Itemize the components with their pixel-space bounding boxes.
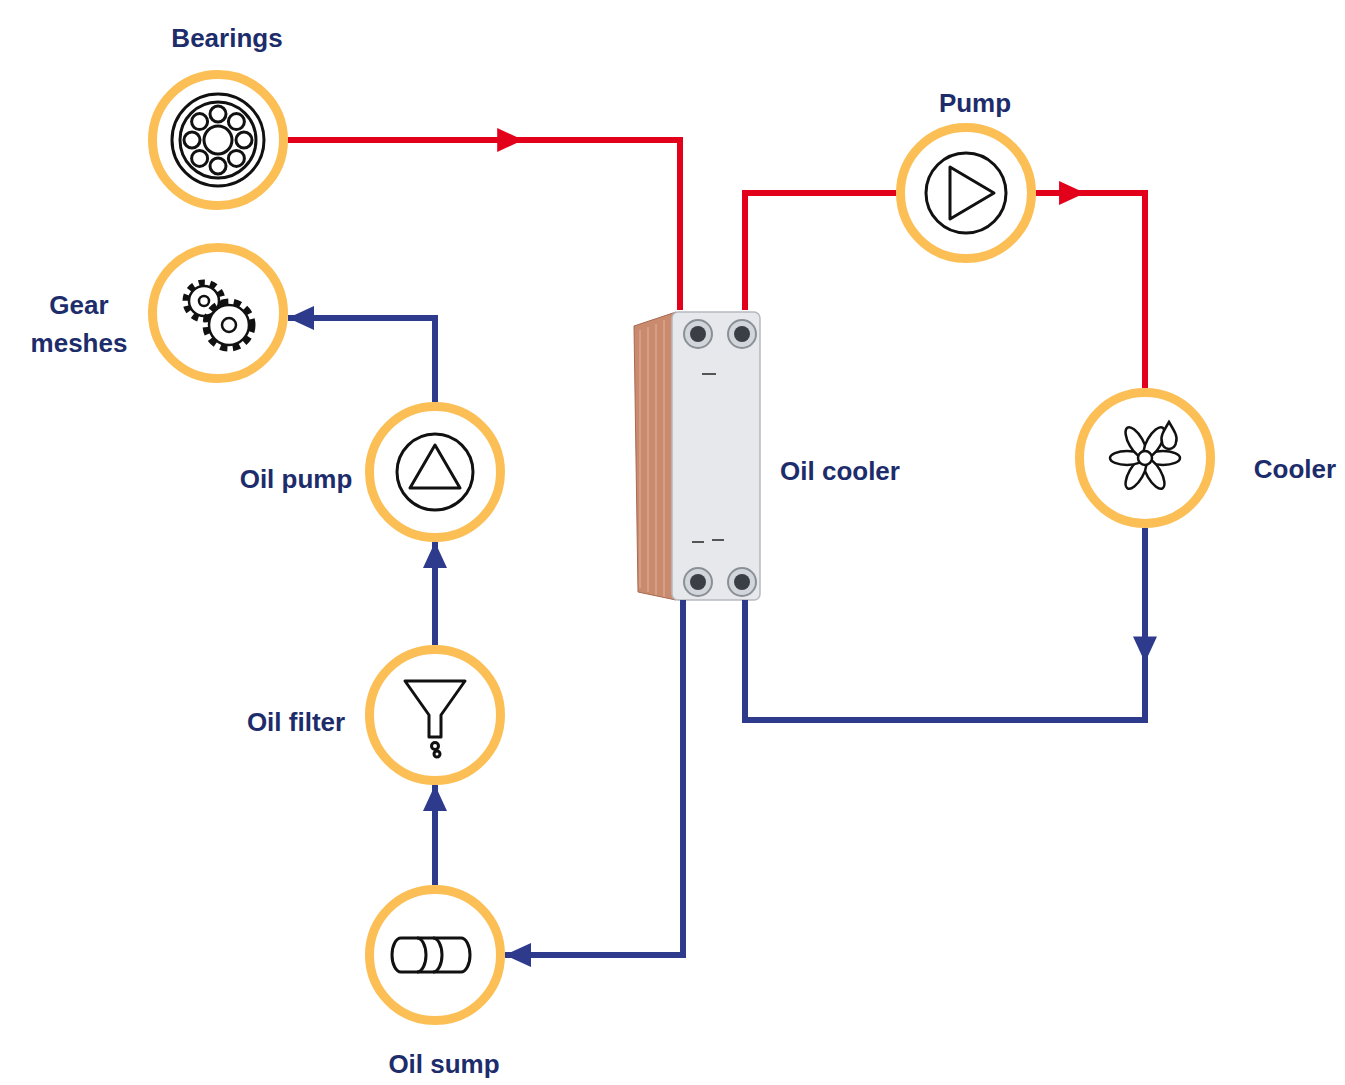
flow-line: [745, 528, 1145, 720]
component-label: Gear meshes: [9, 286, 149, 362]
component-label: Oil filter: [247, 703, 345, 741]
component-circle: Cooler: [1075, 388, 1215, 528]
component-circle: Bearings: [148, 70, 288, 210]
arrowhead: [1059, 181, 1085, 205]
component-label: Cooler: [1254, 450, 1336, 488]
component-circle: Oil filter: [365, 645, 505, 785]
component-label: Oil sump: [388, 1045, 499, 1083]
arrowhead: [505, 943, 531, 967]
arrowhead: [497, 128, 523, 152]
flow-line: [1036, 193, 1145, 388]
plate-heat-exchanger: [634, 312, 760, 600]
arrowhead: [423, 542, 447, 568]
arrowhead: [288, 306, 314, 330]
component-label: Bearings: [171, 19, 282, 57]
component-circle: Gear meshes: [148, 243, 288, 383]
pump-icon: [926, 153, 1006, 233]
fan-icon: [1110, 422, 1180, 492]
heat-exchanger-node: Oil cooler: [632, 310, 760, 600]
component-label: Oil pump: [240, 460, 353, 498]
arrowhead: [1133, 636, 1157, 662]
oil-pump-icon: [397, 434, 473, 510]
flow-line: [505, 600, 683, 955]
component-label: Oil cooler: [775, 452, 905, 490]
component-circle: Oil pump: [365, 402, 505, 542]
funnel-icon: [405, 681, 465, 757]
bearing-icon: [172, 94, 264, 186]
component-label: Pump: [939, 84, 1011, 122]
arrowhead: [423, 785, 447, 811]
flow-line: [288, 140, 680, 310]
flow-line: [745, 193, 896, 310]
component-circle: Pump: [896, 123, 1036, 263]
gears-icon: [186, 283, 252, 348]
component-circle: Oil sump: [365, 885, 505, 1025]
flow-line: [288, 318, 435, 402]
cylinder-icon: [392, 938, 470, 972]
